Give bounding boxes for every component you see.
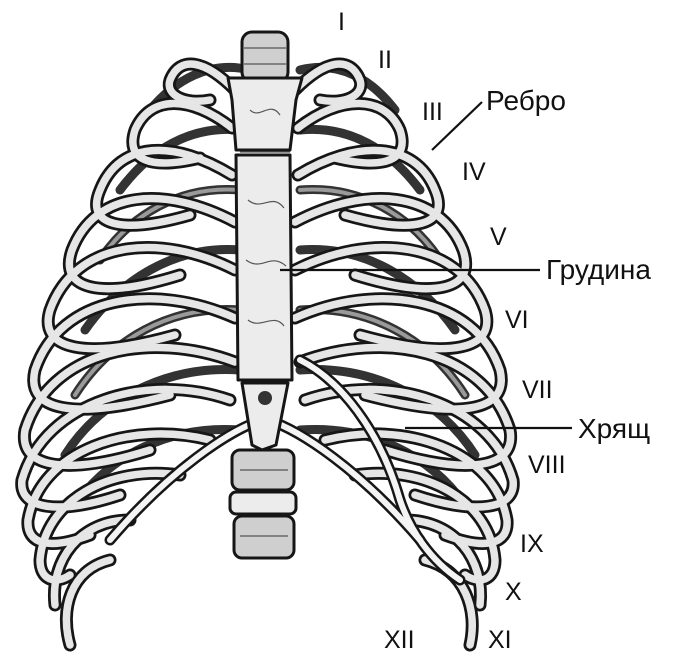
rib-numeral-11: XI (488, 626, 512, 654)
rib-numeral-7: VII (522, 376, 553, 404)
rib-numeral-12: XII (384, 626, 415, 654)
rib-numeral-10: X (505, 578, 522, 606)
rib-numeral-8: VIII (528, 451, 566, 479)
rib-numeral-6: VI (505, 306, 529, 334)
rib-numeral-3: III (422, 98, 443, 126)
rib-numeral-9: IX (520, 530, 544, 558)
rib-label: Ребро (486, 85, 566, 116)
anterior-ribs-left (22, 64, 235, 645)
sternum-label: Грудина (546, 254, 651, 285)
cartilage-label: Хрящ (578, 413, 650, 444)
rib-numeral-4: IV (462, 158, 486, 186)
callout-labels: Ребро Грудина Хрящ (486, 85, 651, 444)
sternum (228, 78, 302, 450)
rib-numeral-5: V (490, 223, 507, 251)
anterior-ribs-right (295, 64, 513, 645)
rib-numeral-1: I (338, 8, 345, 36)
rib-numeral-2: II (378, 46, 392, 74)
